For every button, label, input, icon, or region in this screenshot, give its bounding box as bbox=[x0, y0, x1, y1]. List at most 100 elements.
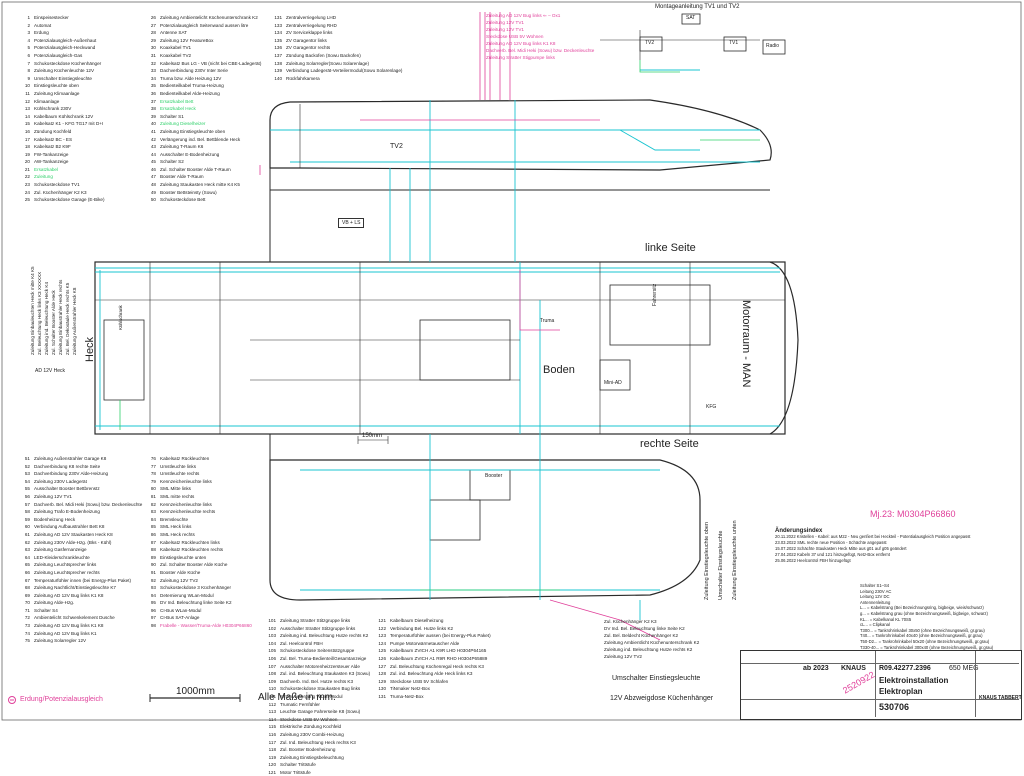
legend-text: Erdung bbox=[34, 30, 49, 36]
legend-text: Zündung Backofen (Sowu Backofen) bbox=[286, 52, 361, 58]
legend-text: Dachverbindung K8 rechte Seite bbox=[34, 463, 101, 469]
legend-text: Umstleuchte links bbox=[160, 463, 196, 469]
legend-text: Zentralverriegelung LHD bbox=[286, 15, 337, 20]
legend-text: Ausschalter Stratter Stitzgruppe links bbox=[280, 625, 356, 631]
legend-text: Verbindung Ladegerät-Verteilermodul(Sowu… bbox=[286, 68, 403, 74]
legend-text: DV Ind. Beleuchtung linke Seite K2 bbox=[160, 600, 232, 606]
tv1-box-label: TV1 bbox=[729, 40, 739, 46]
radio-label: Radio bbox=[766, 43, 780, 49]
legend-number: 106 bbox=[268, 655, 276, 661]
legend-number: 123 bbox=[378, 633, 386, 639]
heck-rotated-label: Zul. Bel. Dekosäule Heck rechts K5 bbox=[65, 282, 70, 355]
cable-legend-item: T50-D2... = Tankrohrinkabel 50x20 (ohne … bbox=[860, 638, 990, 644]
legend-text: Zuleitung 12V FeatureBox bbox=[160, 37, 214, 43]
legend-number: 34 bbox=[150, 75, 156, 81]
kitchen-callout: Zul. Küchenhänger K2 K3 bbox=[604, 619, 657, 624]
montage-title: Montageanleitung TV1 und TV2 bbox=[655, 4, 740, 10]
motorraum-label: Motorraum - MAN bbox=[740, 300, 752, 388]
legend-number: 131 bbox=[274, 15, 282, 20]
legend-col1-item: 3 Erdung bbox=[10, 29, 104, 37]
legend-number: 84 bbox=[150, 516, 156, 522]
legend-text: Zul. Ind. Beleuchtung Heck rechts K3 bbox=[280, 739, 356, 745]
legend-text: Zuleitung AD 12V Bug links K1 K8 bbox=[34, 623, 104, 629]
abzweig-label: 12V Abzweigdose Küchenhänger bbox=[610, 695, 714, 702]
linke-seite-label: linke Seite bbox=[645, 242, 696, 254]
kfg-label: KFG bbox=[706, 404, 717, 410]
legend-text: Zuleitung Solarregler(Sowu Solarenlage) bbox=[286, 60, 369, 66]
scale-label: 1000mm bbox=[176, 686, 215, 697]
legend-text: Elektrische Zündung Kochfeld bbox=[280, 724, 342, 730]
legend-text: Potenzialausgleich Seitenwand aussen lit… bbox=[160, 22, 249, 28]
legend-text: Zuleitung Außenstrahler Garage K8 bbox=[34, 456, 107, 461]
legend-text: Einspeisestecker bbox=[34, 15, 69, 20]
legend-number: 79 bbox=[150, 478, 156, 484]
legend-text: Schukosteckdose Garage (E-Bike) bbox=[34, 197, 105, 203]
legend-text: Verlängerung ind. Bel. Bettblende Heck bbox=[160, 136, 241, 142]
legend-text: Rückfahrkamera bbox=[286, 75, 320, 81]
legend-text: Zul. Booster Bodenheizung bbox=[280, 747, 336, 753]
legend-number: 5 bbox=[27, 45, 30, 51]
sheet-border bbox=[1, 1, 1022, 721]
legend-text: Zul. Bel. Truma-Bedienteil/Gesamtanzeige bbox=[280, 655, 367, 661]
tb-brand: KNAUS bbox=[841, 665, 866, 672]
legend-number: 89 bbox=[150, 554, 156, 560]
legend-number: 3 bbox=[27, 30, 30, 36]
legend-text: Einstiegsleuchte oben bbox=[34, 83, 79, 89]
legend-text: Zuleitung 12V TV2 bbox=[160, 577, 198, 583]
cable-legend-item: T330-40... = Tankrohrinkabel 300x40 (ohn… bbox=[860, 644, 994, 650]
pink-callout: Dachverb. Bel. Midi Heki (Sowu) bzw. Dec… bbox=[486, 48, 595, 53]
tb-stamp: 2520922 bbox=[841, 669, 877, 696]
dim-150 bbox=[357, 436, 389, 444]
legend-text: CI-Bus SAT-Anlage bbox=[160, 615, 200, 621]
aenderungsindex: Änderungsindex 20.11.2022 Kristellen - K… bbox=[775, 528, 970, 564]
legend-number: 130 bbox=[378, 686, 386, 692]
pink-callout: Zuleitung 12V TV1 bbox=[486, 27, 524, 32]
legend-text: Bedienteilkabel Alde-Heizung bbox=[160, 90, 220, 96]
legend-number: 51 bbox=[24, 456, 30, 461]
legend-text: Kabelsatz Rückleuchten rechts bbox=[160, 547, 224, 553]
legend-number: 37 bbox=[150, 98, 156, 104]
heck-label: Heck bbox=[84, 336, 96, 362]
legend-text: Koaxkabel TV1 bbox=[160, 45, 192, 51]
legend-text: Kabelsatz Rückleuchten links bbox=[160, 539, 220, 545]
title-block: ab 2023 KNAUS R09.42277.2396 650 MEG Ele… bbox=[740, 650, 1022, 720]
legend-number: 36 bbox=[150, 90, 156, 96]
legend-text: Zuleitung Ambientelicht Küchenunterschra… bbox=[160, 15, 258, 20]
legend-text: Schukosteckdose Seitenstützgruppe bbox=[280, 648, 355, 654]
legend-number: 115 bbox=[268, 724, 276, 730]
legend-number: 124 bbox=[378, 640, 386, 646]
legend-text: Schukosteckdose 3 Küchenhänger bbox=[160, 585, 231, 591]
legend-number: 78 bbox=[150, 471, 156, 477]
legend-text: Verbindung Bel. Hutze links K2 bbox=[390, 625, 454, 631]
legend-bottom1-item: 51 Zuleitung Außenstrahler Garage K8 bbox=[10, 455, 142, 463]
legend-number: 71 bbox=[24, 607, 30, 613]
legend-number: 117 bbox=[268, 739, 276, 745]
legend-number: 50 bbox=[150, 197, 156, 203]
